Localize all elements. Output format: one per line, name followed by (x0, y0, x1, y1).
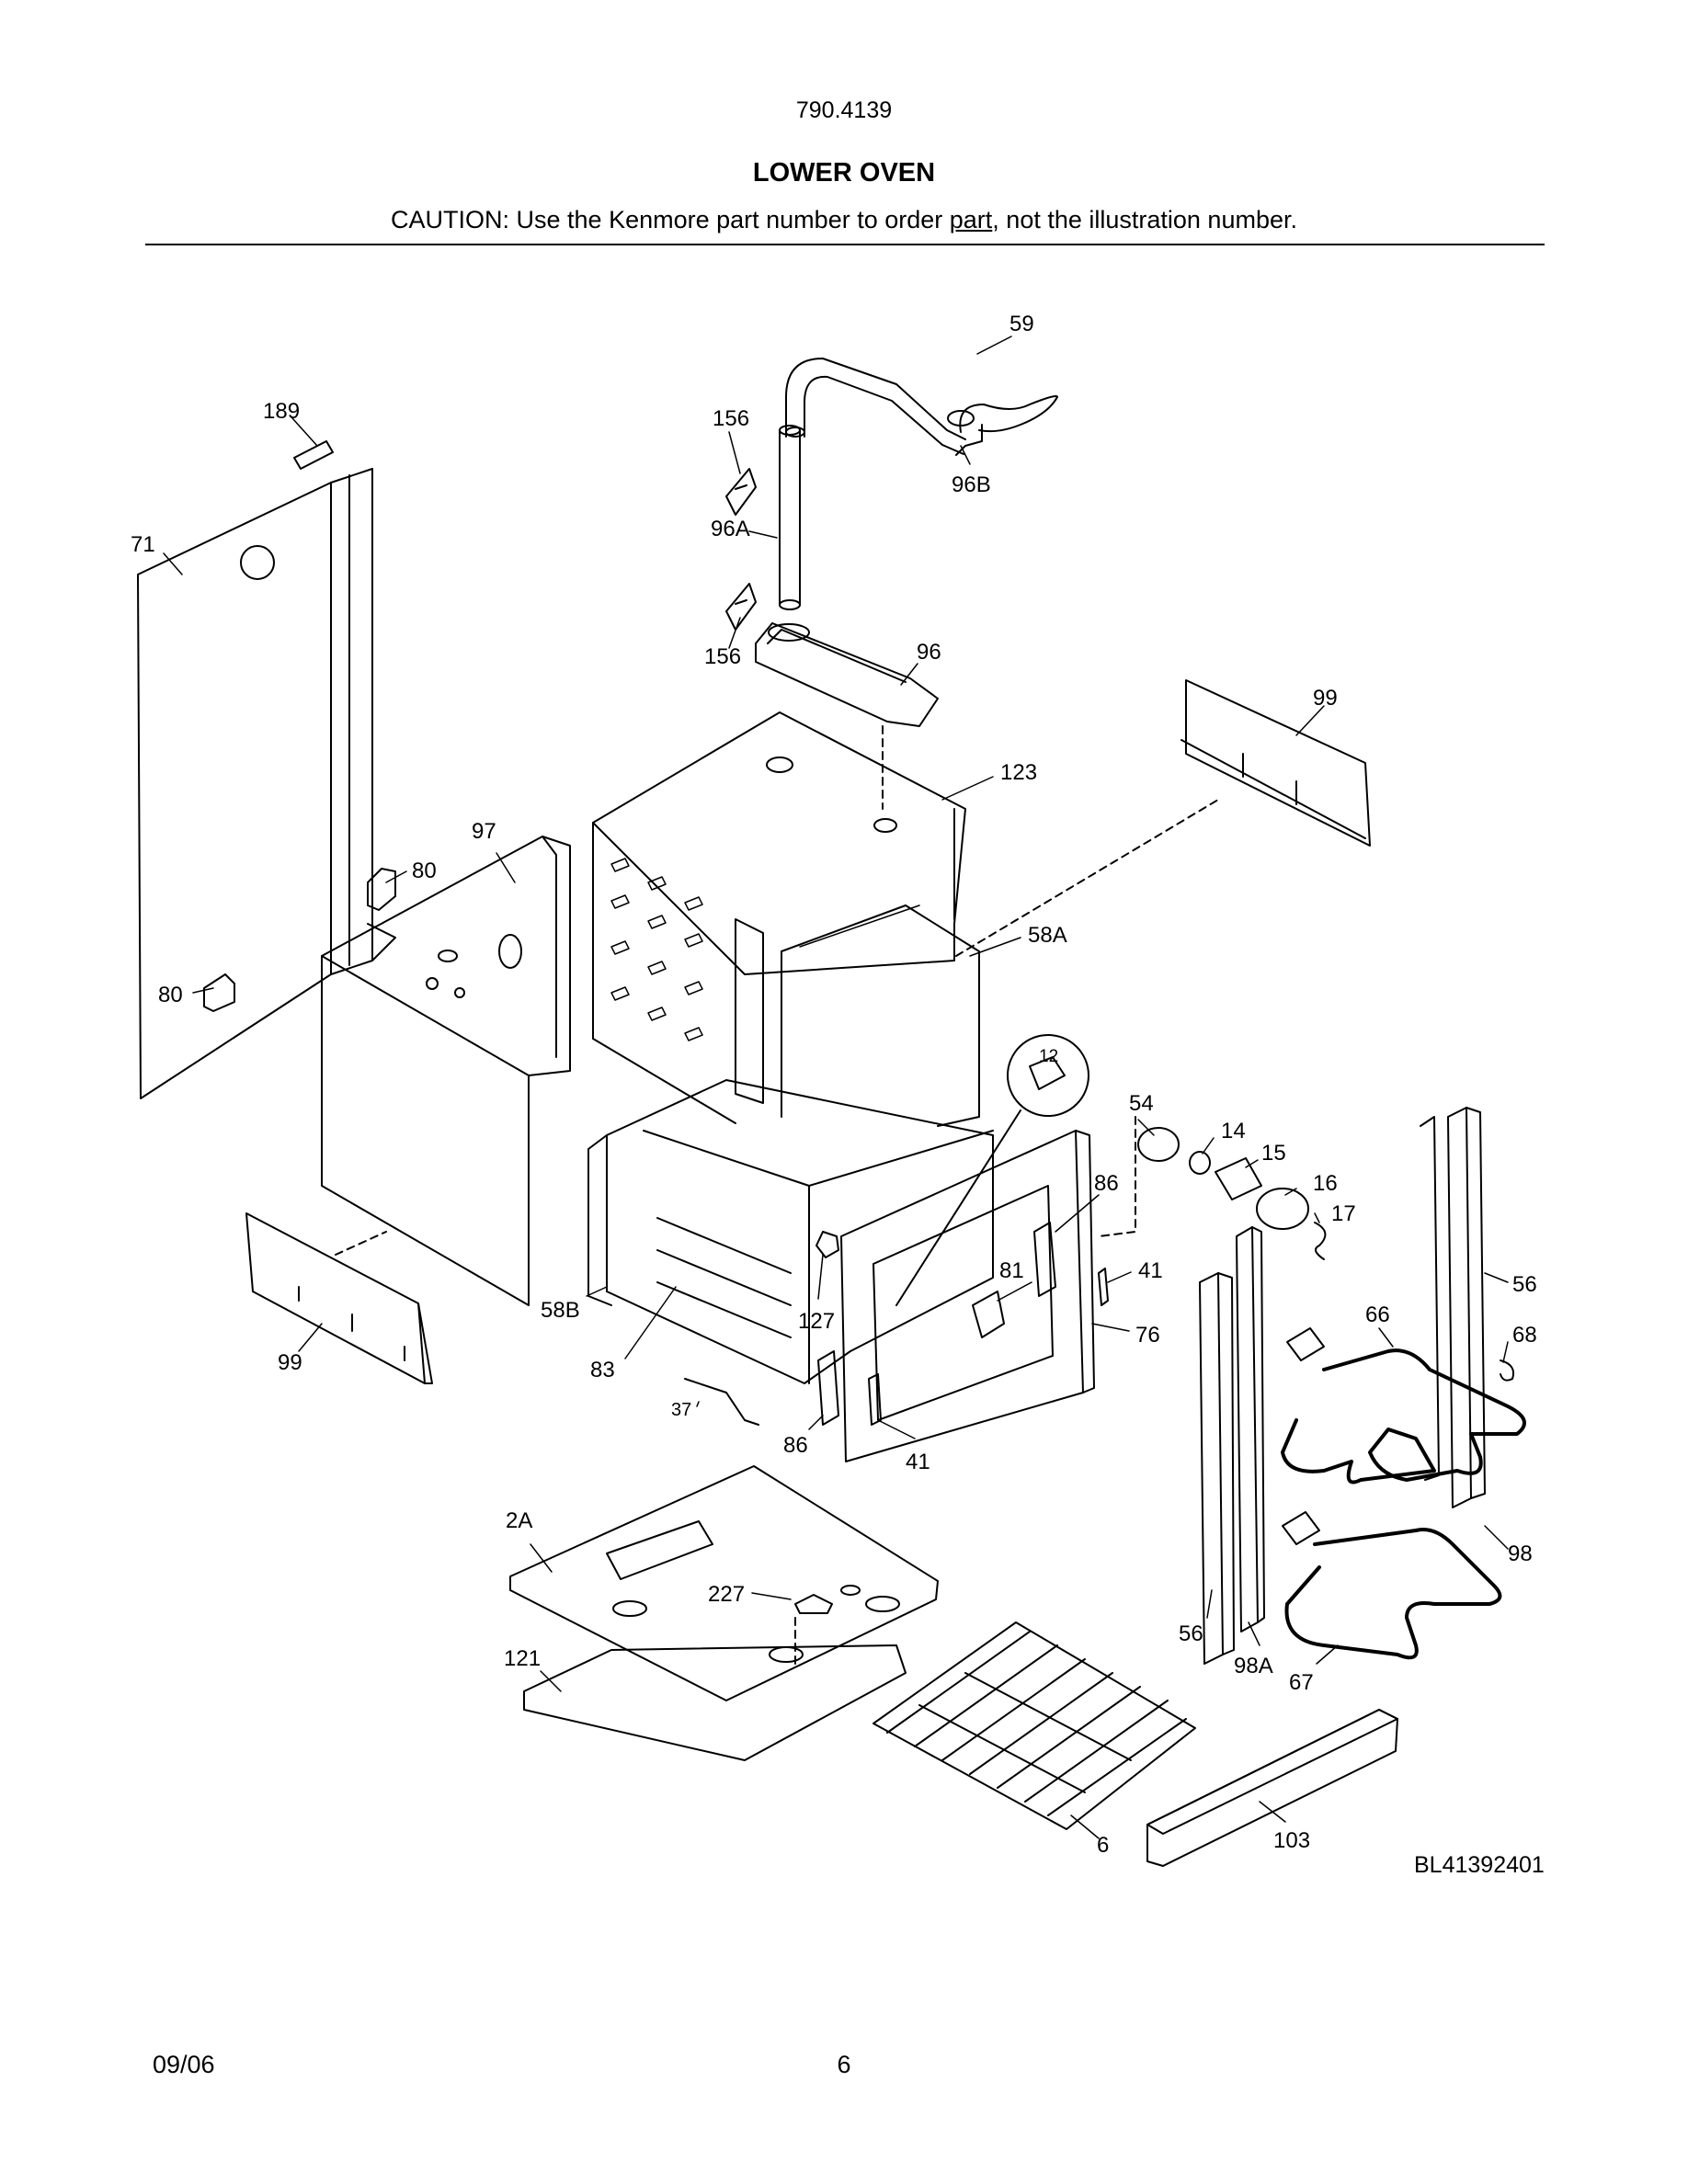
oven-bottom-part (509, 1465, 939, 1701)
callout-156-upper: 156 (713, 406, 749, 431)
oven-front-frame-part (840, 1130, 1095, 1462)
rack-support-part (815, 1231, 839, 1258)
callout-86-lower: 86 (783, 1433, 808, 1458)
page-number: 6 (837, 2051, 851, 2078)
callout-98a: 98A (1234, 1654, 1273, 1678)
vent-tube-segment (779, 425, 801, 610)
callout-54: 54 (1129, 1091, 1154, 1116)
vent-tube-part (785, 358, 1058, 456)
callout-81: 81 (999, 1258, 1024, 1283)
clip-part (1500, 1359, 1515, 1382)
broil-element-part (1281, 1348, 1526, 1484)
callout-156-lower: 156 (704, 644, 741, 669)
page-title: LOWER OVEN (752, 158, 936, 188)
rear-bracket-panel-part (1180, 679, 1371, 847)
callout-37: 37 (671, 1400, 691, 1420)
rear-bracket-panel-part (245, 1212, 433, 1384)
callout-80-upper: 80 (412, 859, 437, 883)
callout-76: 76 (1135, 1323, 1160, 1348)
hinge-bracket-part (817, 1350, 839, 1426)
header-rule (145, 244, 1545, 245)
bracket-part (367, 868, 396, 911)
oven-rack-part (873, 1621, 1196, 1830)
guide-line (1098, 1116, 1136, 1237)
model-number: 790.4139 (795, 97, 893, 123)
callout-41-lower: 41 (906, 1450, 930, 1474)
bracket-part (684, 1378, 759, 1426)
callout-96: 96 (917, 640, 941, 665)
vent-duct-part (755, 622, 939, 727)
insulation-part (587, 1134, 612, 1306)
callout-67: 67 (1289, 1670, 1314, 1695)
clip-part (972, 1291, 1005, 1338)
callout-83: 83 (590, 1358, 615, 1382)
callout-71: 71 (131, 532, 155, 557)
callout-15: 15 (1261, 1141, 1286, 1166)
insulation-wrap-part (781, 904, 980, 1127)
callout-17: 17 (1331, 1201, 1356, 1226)
back-panel-part (137, 468, 396, 1099)
oven-cavity-part (606, 1079, 994, 1384)
bracket-part (203, 973, 235, 1012)
callout-58b: 58B (541, 1298, 580, 1323)
oven-light-assembly (1137, 1127, 1327, 1260)
callout-99-left: 99 (278, 1350, 302, 1375)
callout-58a: 58A (1028, 923, 1067, 948)
bracket-part (293, 440, 334, 470)
callout-6: 6 (1097, 1833, 1109, 1858)
callout-56-rear: 56 (1512, 1272, 1537, 1297)
callout-97: 97 (472, 819, 496, 844)
callout-121: 121 (504, 1646, 541, 1671)
caution-text-2: , not the illustration number. (992, 206, 1297, 233)
callout-189: 189 (263, 399, 300, 424)
callout-127: 127 (798, 1309, 835, 1334)
callout-2a: 2A (506, 1508, 532, 1533)
hinge-bracket-part (1033, 1222, 1056, 1297)
callout-86-upper: 86 (1094, 1171, 1119, 1196)
callout-80-lower: 80 (158, 983, 183, 1007)
caution-underlined-word: part (949, 206, 993, 233)
callout-227: 227 (708, 1582, 745, 1607)
callout-123: 123 (1000, 760, 1037, 785)
side-channel-part (1236, 1226, 1265, 1632)
front-trim-part (1146, 1709, 1398, 1867)
top-panel-part (592, 711, 966, 1124)
callout-98: 98 (1508, 1541, 1533, 1566)
side-panel-part (321, 836, 571, 1306)
bake-element-part (1284, 1528, 1502, 1660)
callout-41-right: 41 (1138, 1258, 1163, 1283)
side-channel-part (1199, 1272, 1235, 1665)
guide-line (955, 799, 1219, 957)
clip-part (1098, 1268, 1109, 1306)
callout-96b: 96B (952, 472, 991, 497)
callout-59: 59 (1009, 312, 1034, 336)
side-channel-part (1420, 1107, 1486, 1508)
callout-66: 66 (1365, 1302, 1390, 1327)
callout-14: 14 (1221, 1119, 1246, 1143)
callout-68: 68 (1512, 1323, 1537, 1348)
callout-leaders (163, 336, 1509, 1839)
bottom-panel-part (523, 1644, 907, 1761)
drawing-code: BL41392401 (1414, 1852, 1545, 1878)
caution-note: CAUTION: Use the Kenmore part number to … (0, 206, 1688, 234)
element-bracket (1282, 1511, 1320, 1545)
callout-labels: 59 156 96B 96A 156 96 189 71 99 123 97 8… (131, 312, 1537, 1858)
tube-clip-part (725, 468, 757, 631)
vent-slots (610, 858, 703, 1041)
callout-96a: 96A (711, 517, 750, 541)
guide-line (335, 1231, 387, 1256)
clip-part (868, 1373, 882, 1426)
caution-text-1: CAUTION: Use the Kenmore part number to … (391, 206, 950, 233)
element-bracket (1286, 1327, 1325, 1361)
callout-99-right: 99 (1313, 686, 1338, 711)
footer-date: 09/06 (153, 2051, 215, 2078)
callout-16: 16 (1313, 1171, 1338, 1196)
callout-12: 12 (1039, 1047, 1058, 1066)
lamp-detail-callout (895, 1034, 1089, 1306)
callout-103: 103 (1273, 1828, 1310, 1853)
callout-56-front: 56 (1179, 1621, 1203, 1646)
